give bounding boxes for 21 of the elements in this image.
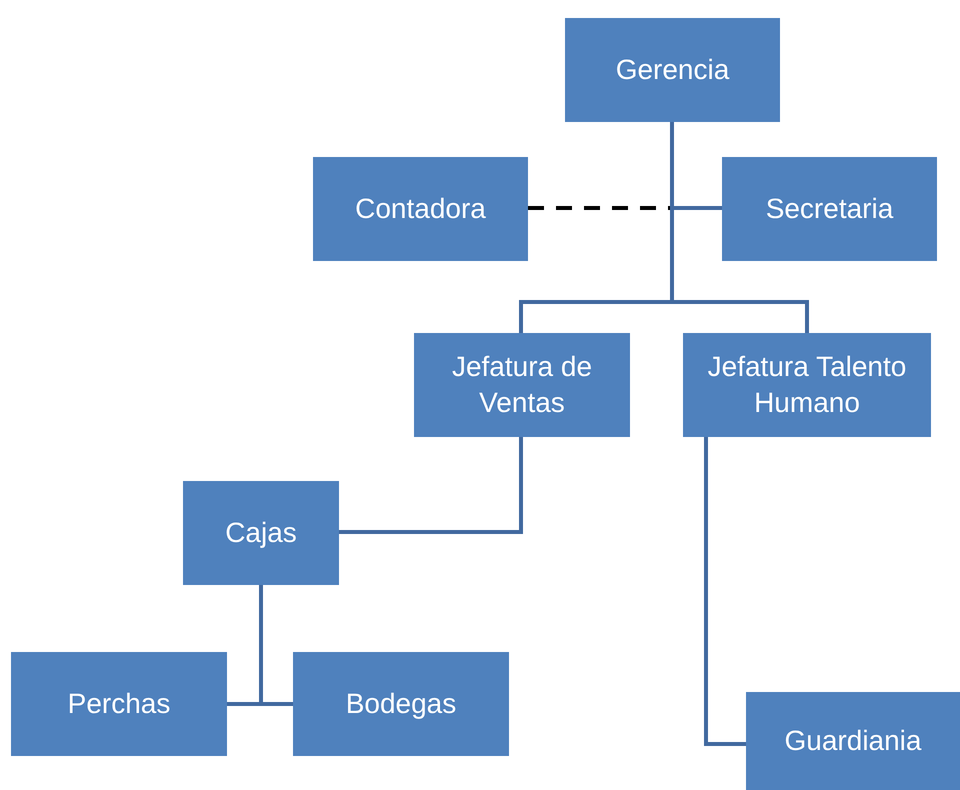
org-box [565, 18, 780, 122]
connector-line [704, 437, 746, 746]
connector-line [339, 437, 523, 534]
org-box [414, 333, 630, 437]
org-box [746, 692, 960, 790]
box-label: Jefatura Talento Humano [706, 350, 908, 420]
box-label: Gerencia [616, 52, 730, 87]
org-box [313, 157, 528, 261]
org-box [683, 333, 931, 437]
box-label: Guardiania [784, 724, 922, 758]
box-label: Jefatura de Ventas [450, 350, 594, 420]
org-box [11, 652, 227, 756]
org-box [183, 481, 339, 585]
org-box [293, 652, 509, 756]
connector-line [670, 122, 809, 333]
box-label: Cajas [225, 516, 297, 550]
box-label: Bodegas [346, 686, 456, 721]
box-label: Secretaria [766, 192, 894, 226]
org-box [722, 157, 937, 261]
box-label: Perchas [68, 686, 170, 721]
box-label: Contadora [355, 192, 486, 226]
